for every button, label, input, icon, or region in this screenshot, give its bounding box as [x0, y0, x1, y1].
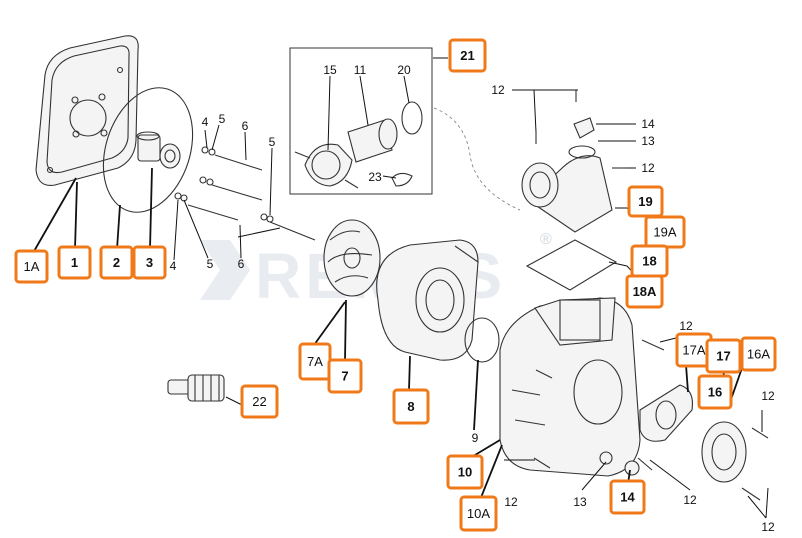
label-13-top: 13: [641, 134, 655, 148]
casing-bolts-drawing: [533, 90, 769, 501]
svg-text:7A: 7A: [307, 354, 323, 369]
svg-text:7: 7: [341, 369, 348, 384]
svg-text:3: 3: [146, 255, 153, 270]
callout-21[interactable]: 21: [448, 38, 487, 73]
label-14-top: 14: [641, 117, 655, 131]
svg-text:1A: 1A: [24, 259, 40, 274]
callout-18A[interactable]: 18A: [625, 274, 664, 309]
label-4-bottom: 4: [170, 259, 177, 273]
label-5-bottom: 5: [207, 257, 214, 271]
callout-14-lower[interactable]: 14: [609, 479, 646, 515]
callout-8[interactable]: 8: [392, 388, 430, 425]
callout-10A[interactable]: 10A: [459, 495, 498, 532]
svg-text:8: 8: [407, 399, 414, 414]
callout-18[interactable]: 18: [630, 244, 669, 278]
label-12-top: 12: [491, 83, 505, 97]
callout-7[interactable]: 7: [327, 358, 363, 394]
part-number-labels: 4 5 6 5 4 5 6 15 11 20 23 12 14 13 12 12…: [170, 63, 775, 534]
callout-16A[interactable]: 16A: [740, 336, 777, 372]
label-11: 11: [354, 63, 367, 77]
callout-19A[interactable]: 19A: [644, 215, 686, 249]
label-12-elbow: 12: [641, 161, 655, 175]
callout-3[interactable]: 3: [132, 245, 167, 280]
svg-text:16A: 16A: [747, 347, 770, 362]
callout-16[interactable]: 16: [697, 374, 733, 410]
label-20: 20: [397, 63, 411, 77]
label-13-bottom: 13: [573, 495, 587, 509]
svg-text:16: 16: [708, 385, 722, 400]
callout-19[interactable]: 19: [627, 185, 664, 218]
svg-text:18: 18: [642, 254, 656, 269]
label-12-bottom: 12: [683, 493, 697, 507]
connection-dashed-line: [433, 107, 521, 211]
callout-1A[interactable]: 1A: [14, 249, 49, 284]
o-ring-drawing: [102, 87, 194, 213]
mechanical-seal-drawing: [136, 131, 181, 169]
label-4-top: 4: [202, 115, 209, 129]
inlet-kit-inset: [289, 47, 433, 195]
callout-7A[interactable]: 7A: [298, 342, 332, 381]
svg-text:1: 1: [71, 255, 78, 270]
suction-flange-drawing: [639, 384, 747, 483]
adapter-plate-drawing: [35, 35, 139, 186]
label-12-flange: 12: [679, 319, 693, 333]
strainer-drawing: [167, 374, 225, 402]
label-6-bottom: 6: [238, 257, 245, 271]
callout-17[interactable]: 17: [705, 338, 742, 374]
discharge-elbow-drawing: [521, 117, 613, 233]
svg-text:2: 2: [113, 255, 120, 270]
svg-text:17: 17: [716, 349, 730, 364]
callout-10[interactable]: 10: [446, 454, 484, 490]
callout-22[interactable]: 22: [240, 384, 279, 419]
label-15: 15: [323, 63, 337, 77]
volute-drawing: [376, 239, 479, 361]
label-6-top: 6: [242, 119, 249, 133]
svg-text:10A: 10A: [467, 506, 490, 521]
label-23: 23: [368, 170, 382, 184]
callout-17A[interactable]: 17A: [675, 332, 713, 368]
callout-1[interactable]: 1: [57, 245, 92, 280]
svg-text:10: 10: [458, 465, 472, 480]
volute-o-ring-drawing: [464, 317, 500, 363]
registered-mark: ®: [540, 231, 552, 248]
label-12-casing: 12: [504, 495, 518, 509]
pump-casing-drawing: [499, 297, 641, 477]
svg-text:22: 22: [252, 394, 266, 409]
svg-text:14: 14: [620, 490, 635, 505]
label-5-right: 5: [269, 135, 276, 149]
callout-2[interactable]: 2: [99, 245, 134, 280]
label-9: 9: [472, 431, 479, 445]
gasket-drawing: [525, 239, 618, 291]
label-12-right: 12: [761, 389, 775, 403]
label-12-bottom-right: 12: [761, 520, 775, 534]
svg-text:19: 19: [638, 194, 652, 209]
label-5-top: 5: [219, 112, 226, 126]
svg-text:19A: 19A: [653, 225, 676, 240]
svg-text:18A: 18A: [633, 284, 657, 299]
svg-text:17A: 17A: [682, 343, 705, 358]
svg-text:21: 21: [460, 48, 474, 63]
impeller-drawing: [323, 219, 381, 297]
